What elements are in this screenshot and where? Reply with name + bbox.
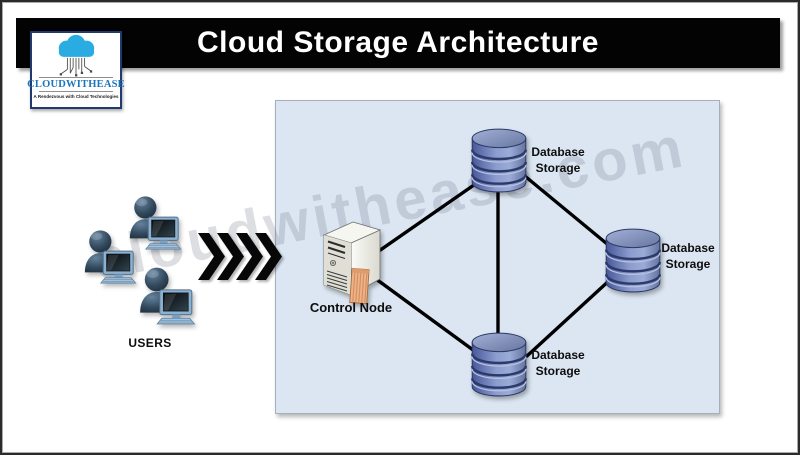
title-bar: Cloud Storage Architecture xyxy=(16,18,780,68)
server-tower-icon xyxy=(322,221,382,305)
connector-lines xyxy=(374,175,614,360)
users-label: USERS xyxy=(128,336,172,350)
edge-control-to-top xyxy=(374,176,486,255)
database-storage-label: Database Storage xyxy=(661,241,715,271)
logo-wordmark: CLOUDWITHEASE xyxy=(27,79,125,90)
page-title: Cloud Storage Architecture xyxy=(197,26,599,59)
brand-logo: CLOUDWITHEASE A Rendezvous with Cloud Te… xyxy=(27,31,125,109)
edge-right-to-bottom xyxy=(525,276,614,358)
database-storage-label: Database Storage xyxy=(531,348,585,378)
logo-divider xyxy=(39,77,113,78)
control-node-label: Control Node xyxy=(309,300,393,315)
logo-tagline: A Rendezvous with Cloud Technologies xyxy=(33,93,119,99)
user-with-computer-icon xyxy=(84,230,137,284)
logo-divider xyxy=(39,91,113,92)
database-storage-label: Database Storage xyxy=(531,145,585,175)
edge-top-to-right xyxy=(524,175,614,250)
quadruple-chevron-right-icon xyxy=(198,233,282,280)
cloud-circuit-icon xyxy=(58,34,95,77)
database-cylinder-icon xyxy=(470,128,528,193)
user-with-computer-icon xyxy=(129,196,182,250)
edge-control-to-bottom xyxy=(374,277,486,360)
database-cylinder-icon xyxy=(470,332,528,397)
user-with-computer-icon xyxy=(140,267,196,325)
architecture-panel: Control Node Da xyxy=(275,100,720,414)
database-cylinder-icon xyxy=(604,228,662,293)
